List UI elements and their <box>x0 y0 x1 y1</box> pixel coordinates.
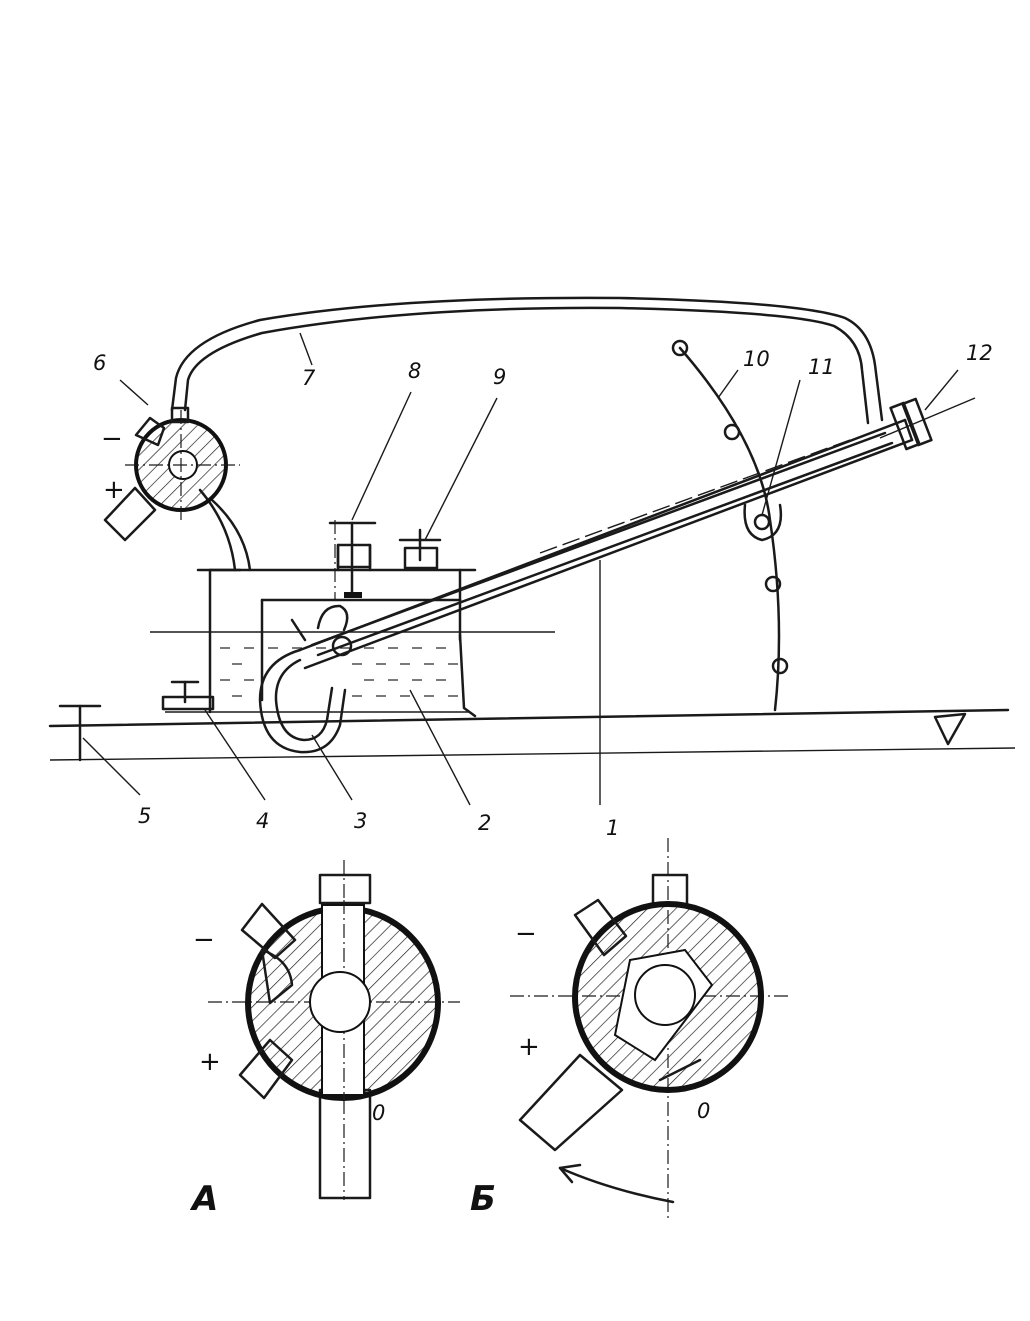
sign-plus-main: + <box>103 475 125 505</box>
zero-mark-b: 0 <box>697 1099 710 1123</box>
detail-view-b: − + 0 Б <box>470 838 790 1220</box>
callout-9: 9 <box>493 365 506 389</box>
reservoir-housing <box>196 568 477 718</box>
callout-5: 5 <box>138 804 151 828</box>
drain-cock-4 <box>161 680 215 711</box>
callout-3: 3 <box>354 809 367 833</box>
callout-6: 6 <box>93 351 106 375</box>
liquid <box>150 631 555 697</box>
callout-11: 11 <box>808 355 835 379</box>
sign-minus-a: − <box>193 925 215 955</box>
sign-plus-a: + <box>199 1047 221 1077</box>
inclined-tube-1 <box>298 418 914 670</box>
pivot-11 <box>743 379 801 542</box>
stopcock-6 <box>103 406 240 542</box>
callout-12: 12 <box>966 341 993 365</box>
sign-plus-b: + <box>518 1032 540 1062</box>
arc-scale-10 <box>671 339 789 712</box>
leader-lines <box>82 332 959 806</box>
valve-9 <box>398 528 442 570</box>
view-label-a: А <box>189 1179 218 1219</box>
callout-labels: 1 2 3 4 5 6 7 8 9 10 11 12 − + <box>93 341 993 840</box>
level-mark <box>933 712 967 746</box>
callout-7: 7 <box>302 366 316 390</box>
u-tube-3 <box>258 648 347 754</box>
callout-2: 2 <box>478 811 491 835</box>
base-plate <box>48 708 1016 761</box>
main-apparatus: 1 2 3 4 5 6 7 8 9 10 11 12 − + <box>48 296 1016 840</box>
hose-7 <box>170 296 884 425</box>
sign-minus-main: − <box>101 424 123 454</box>
callout-8: 8 <box>408 359 421 383</box>
tube-coupling <box>290 604 353 657</box>
sign-minus-b: − <box>515 919 537 949</box>
callout-10: 10 <box>743 347 770 371</box>
callout-1: 1 <box>606 816 619 840</box>
leveling-screw <box>58 704 102 762</box>
callout-4: 4 <box>256 809 269 833</box>
detail-view-a: − + 0 А <box>189 860 460 1219</box>
zero-mark-a: 0 <box>372 1101 385 1125</box>
view-label-b: Б <box>470 1179 496 1219</box>
screw-clamp-8 <box>328 520 377 600</box>
end-cap-12 <box>879 397 976 451</box>
vessel-inner <box>260 598 462 702</box>
